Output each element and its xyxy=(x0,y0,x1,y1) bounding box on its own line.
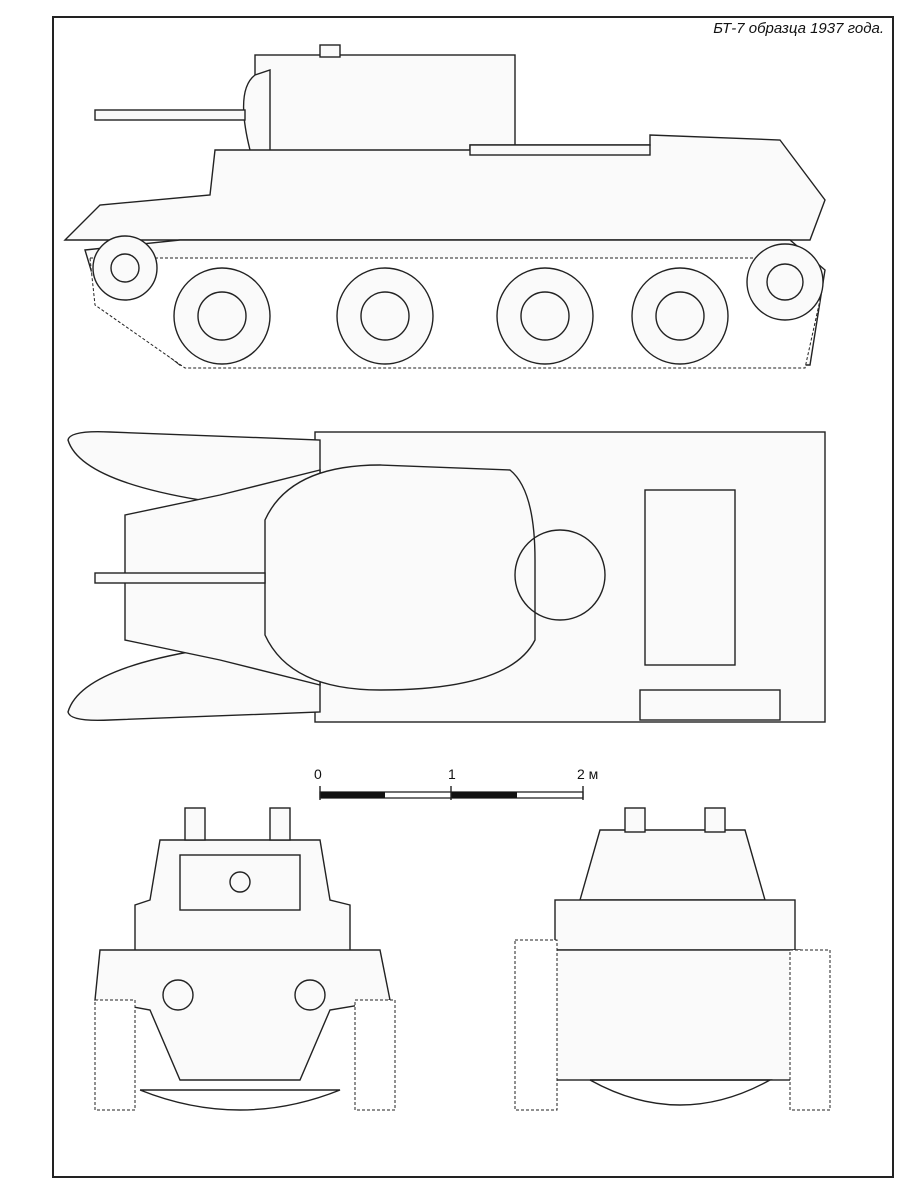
scale-label-0: 0 xyxy=(314,766,322,782)
rear-turret xyxy=(579,829,766,901)
headlight-right xyxy=(294,979,326,1011)
idler-wheel xyxy=(92,235,158,301)
rear-grille xyxy=(554,899,796,951)
engine-grille-top xyxy=(644,489,736,666)
main-gun xyxy=(94,109,246,121)
turret-ring xyxy=(514,529,606,621)
turret-mantlet xyxy=(242,69,271,156)
drawing-frame xyxy=(52,16,894,1178)
hull-upper xyxy=(63,134,826,241)
gun-muzzle xyxy=(229,871,251,893)
front-track-left xyxy=(94,999,136,1111)
front-view xyxy=(94,807,396,1111)
scale-label-1: 1 xyxy=(448,766,456,782)
scale-bar xyxy=(319,786,584,800)
engine-grille xyxy=(469,144,651,156)
mantlet-front xyxy=(179,854,301,911)
road-wheels xyxy=(173,267,729,365)
periscope xyxy=(319,44,341,58)
rear-view xyxy=(514,807,831,1111)
front-hull xyxy=(94,949,391,1081)
rear-hull xyxy=(549,949,801,1081)
drive-sprocket xyxy=(746,243,824,321)
main-gun-top xyxy=(94,572,266,584)
top-view xyxy=(67,430,826,723)
turret xyxy=(254,54,516,156)
rear-track-right xyxy=(789,949,831,1111)
scale-label-2m: 2 м xyxy=(577,766,599,782)
front-track-right xyxy=(354,999,396,1111)
stowage xyxy=(639,689,781,721)
headlight-left xyxy=(162,979,194,1011)
turret-top xyxy=(264,464,536,691)
side-view xyxy=(63,44,826,369)
drawing-title: БТ-7 образца 1937 года. xyxy=(713,20,884,37)
rear-track-left xyxy=(514,939,558,1111)
